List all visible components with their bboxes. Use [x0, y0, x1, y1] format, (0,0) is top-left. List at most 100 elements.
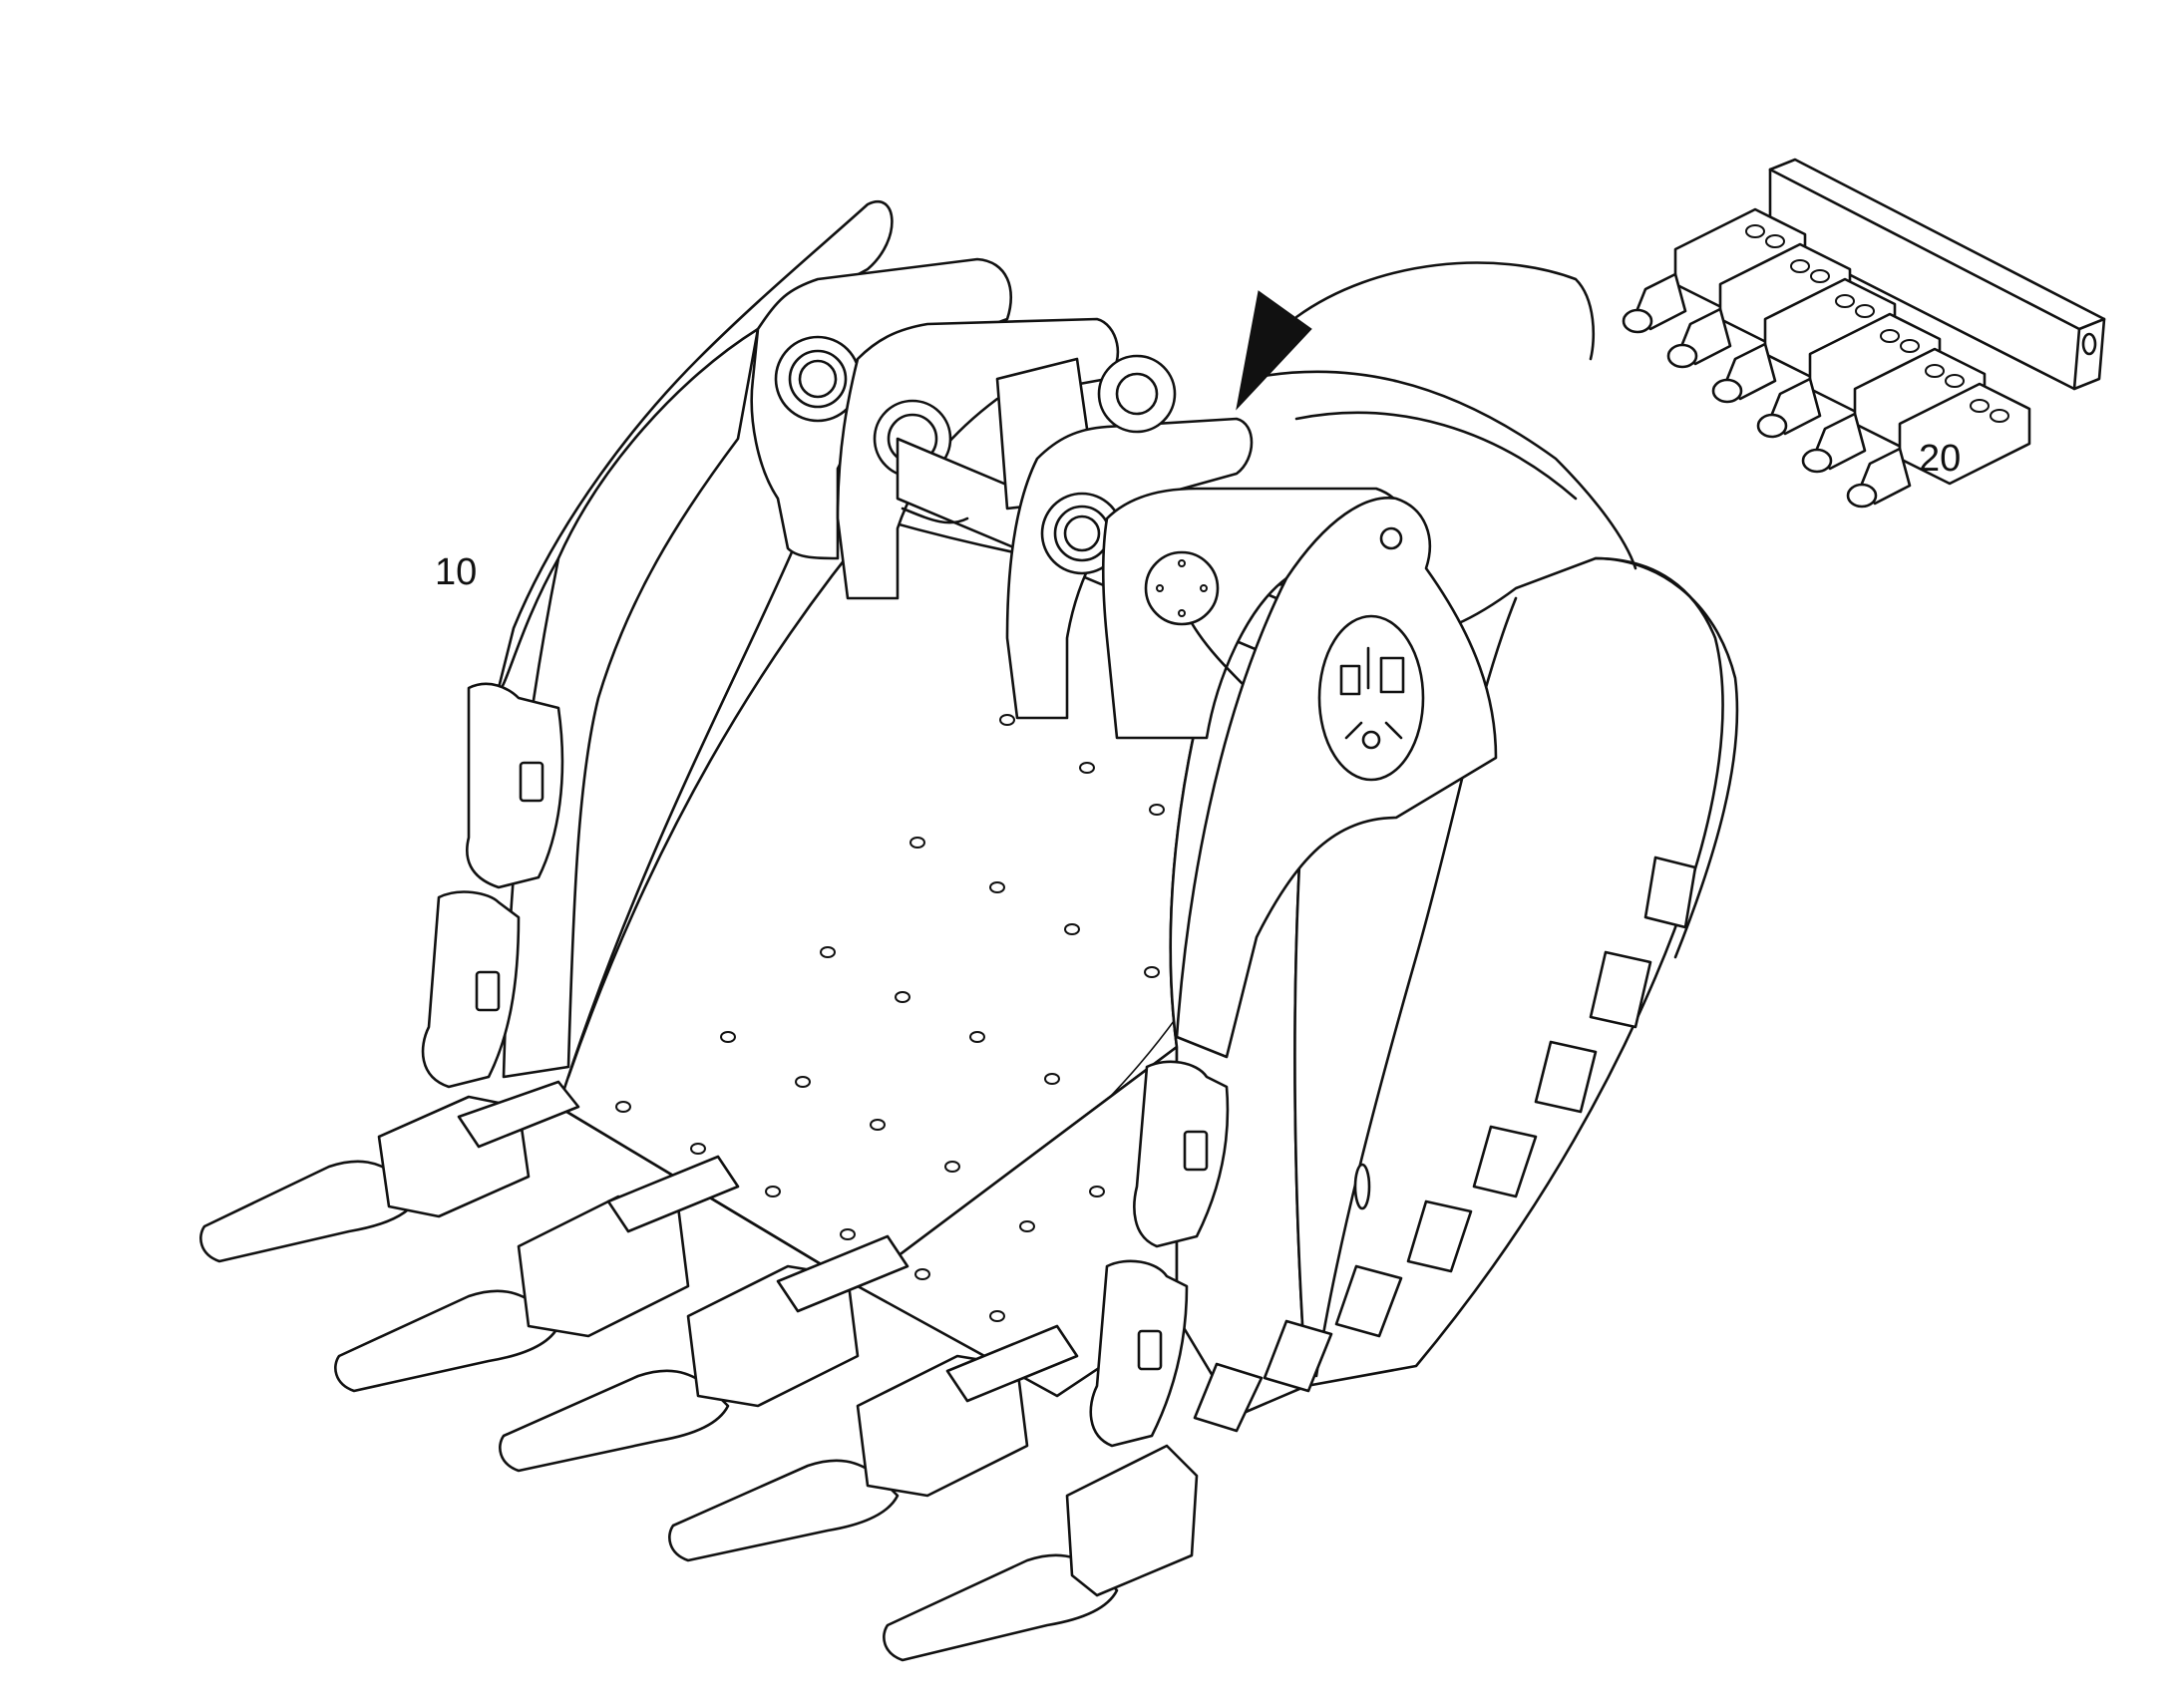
lube-block-rail-front [2072, 327, 2081, 391]
grease-fittings [1622, 272, 1912, 509]
decal-symbol-2 [1379, 656, 1405, 694]
port [1790, 259, 1810, 273]
bucket-right-side-plate [1175, 497, 1498, 1059]
side-plate-pin-hole [1379, 526, 1403, 550]
hole [870, 1119, 886, 1131]
port [1835, 294, 1855, 308]
heel-wear-blocks [1193, 855, 1697, 1433]
hole [1019, 1220, 1035, 1232]
leader-arrowhead [1236, 290, 1312, 411]
fitting-nipple-6 [1846, 483, 1878, 509]
wear-block [1193, 1362, 1264, 1433]
port [1855, 304, 1875, 318]
port [1945, 374, 1965, 388]
hole [1144, 966, 1160, 978]
fitting-nipple-3 [1711, 378, 1743, 404]
side-shroud-upper-right [1133, 1060, 1230, 1248]
cover-bolt-2 [1200, 584, 1208, 592]
lip-shroud-3 [776, 1234, 909, 1313]
fitting-nipple-4 [1756, 413, 1788, 439]
hole [989, 1310, 1005, 1322]
wear-plate-holes [615, 714, 1165, 1322]
callout-bucket: 10 [435, 551, 477, 593]
leader-curve [1294, 261, 1596, 361]
hole [720, 1031, 736, 1043]
hole [1079, 762, 1095, 774]
shroud-slot [475, 970, 501, 1012]
bucket-top-rim-inner [1294, 411, 1578, 501]
hole [1149, 804, 1165, 816]
port [1810, 269, 1830, 283]
bucket-shell-rim [1594, 556, 1739, 959]
bucket-assembly [199, 200, 1739, 1662]
hole [944, 1161, 960, 1173]
port [1900, 339, 1920, 353]
port [1745, 224, 1765, 238]
tooth-2 [334, 1289, 560, 1393]
rail-end-hole [2081, 332, 2097, 356]
wear-block [1472, 1125, 1538, 1198]
callout-lube-block: 20 [1919, 438, 1961, 480]
side-shroud-lower-left [421, 890, 521, 1089]
hole [690, 1143, 706, 1155]
hole [914, 1268, 930, 1280]
mid-right-bushing-bore [1063, 514, 1101, 552]
left-bracket-bushing-inner [788, 349, 848, 409]
cover-bolt-4 [1156, 584, 1164, 592]
wear-block [1263, 1319, 1333, 1393]
hole [999, 714, 1015, 726]
valve-ports [1745, 224, 2009, 423]
lip-shroud-1 [457, 1080, 580, 1149]
hole [969, 1031, 985, 1043]
hole [615, 1101, 631, 1113]
shell-boss-hole [1353, 1163, 1371, 1210]
hole [989, 881, 1005, 893]
shroud-slot [519, 761, 545, 803]
hole [1089, 1186, 1105, 1197]
hole [1064, 923, 1080, 935]
tooth-4 [668, 1459, 900, 1562]
hole [909, 837, 925, 849]
decal-symbol-3 [1361, 730, 1381, 750]
rear-cover-plate [1097, 354, 1177, 434]
cover-bolt-1 [1178, 559, 1186, 567]
tooth-1 [199, 1160, 421, 1263]
wear-block [1534, 1040, 1598, 1114]
decal-symbol-1 [1339, 664, 1361, 696]
hole [795, 1076, 811, 1088]
rear-cover-center [1115, 372, 1159, 416]
tooth-3 [499, 1369, 730, 1473]
wear-block [1643, 855, 1697, 929]
bucket-teeth [199, 1080, 1199, 1662]
left-bracket-bushing-bore [798, 359, 838, 399]
fitting-nipple-5 [1801, 448, 1833, 474]
hole [765, 1186, 781, 1197]
hole [1044, 1073, 1060, 1085]
port [1880, 329, 1900, 343]
shroud-slot [1137, 1329, 1163, 1371]
port [1925, 364, 1945, 378]
port [1765, 234, 1785, 248]
wear-block [1406, 1199, 1473, 1273]
bucket-top-rim [1245, 370, 1637, 570]
wear-block [1589, 950, 1652, 1029]
lube-distribution-block [1622, 158, 2106, 509]
fitting-nipple-1 [1622, 308, 1653, 334]
side-shroud-upper-left [466, 682, 564, 889]
tooth-5 [883, 1553, 1119, 1662]
lube-hose [901, 507, 1249, 690]
bucket-back-edge-left [566, 516, 880, 1079]
fitting-nipple-2 [1666, 343, 1698, 369]
wear-block [1334, 1264, 1403, 1338]
lip-shroud-2 [606, 1155, 740, 1233]
right-bracket-cover-plate [1144, 550, 1220, 626]
hole [895, 991, 910, 1003]
cover-bolt-3 [1178, 609, 1186, 617]
hole [840, 1228, 856, 1240]
adapter-5 [1065, 1444, 1199, 1597]
info-decal [1317, 614, 1425, 782]
shroud-slot [1183, 1130, 1209, 1172]
port [1970, 399, 1990, 413]
lip-shroud-4 [945, 1324, 1079, 1403]
